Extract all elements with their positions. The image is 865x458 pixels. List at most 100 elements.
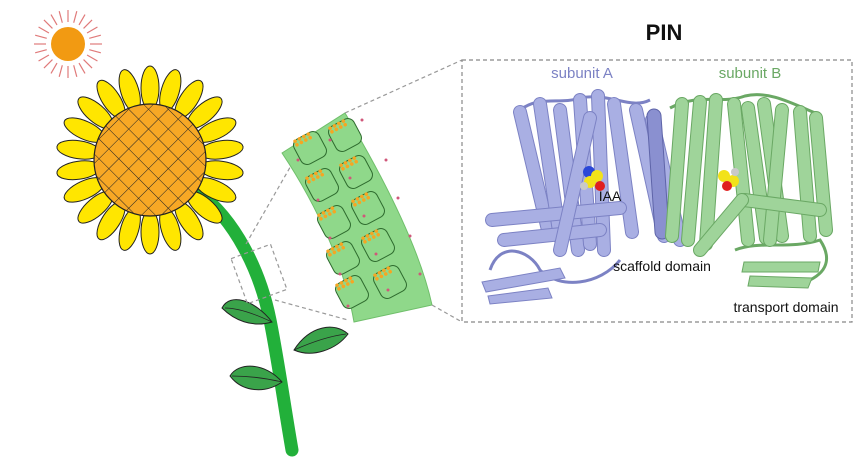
- sun-ray: [86, 54, 98, 62]
- stem-zoom-box: [230, 243, 288, 305]
- cell: [326, 241, 360, 275]
- sun-ray: [43, 59, 53, 69]
- sun-ray: [38, 54, 50, 62]
- pin-protein-dot: [382, 268, 386, 273]
- subunit-b-label: subunit B: [719, 65, 782, 82]
- pin-protein-dot: [345, 164, 350, 169]
- pin-protein-dot: [326, 208, 330, 213]
- pin-protein-dot: [295, 142, 299, 147]
- membrane-dot: [348, 176, 352, 180]
- helix: [486, 202, 626, 226]
- pin-protein-dot: [330, 247, 335, 251]
- pin-protein-dot: [339, 281, 344, 285]
- transport-domain-label: transport domain: [733, 299, 838, 315]
- loop: [488, 249, 622, 284]
- pin-protein-dot: [302, 134, 306, 139]
- protein-zoom-box: [461, 59, 853, 323]
- membrane-dot: [346, 304, 350, 308]
- membrane-dot: [362, 214, 366, 218]
- beta-sheet: [741, 261, 821, 273]
- pin-protein-dot: [319, 216, 323, 221]
- pin-protein-dot: [326, 249, 330, 254]
- helix: [764, 104, 788, 246]
- sun-ray: [78, 14, 86, 26]
- pin-protein-dot: [336, 248, 341, 252]
- panel-title: PIN: [646, 20, 683, 45]
- membrane-dot: [316, 198, 320, 202]
- helix: [700, 94, 722, 250]
- pin-protein-dot: [308, 135, 312, 140]
- pin-protein-dot: [341, 284, 346, 289]
- pin-protein-dot: [335, 283, 339, 288]
- tissue-cells-illustration: [281, 112, 433, 323]
- beta-sheet: [487, 287, 553, 305]
- helix: [728, 98, 754, 246]
- petal: [140, 209, 160, 255]
- cell: [293, 131, 327, 165]
- pin-protein-dot: [357, 200, 362, 205]
- membrane-dot: [374, 252, 378, 256]
- pin-protein-dot: [299, 140, 304, 145]
- pin-protein-dot: [343, 122, 347, 127]
- pin-protein-dot: [330, 129, 334, 134]
- pin-protein-dot: [323, 214, 328, 219]
- pin-protein-dot: [360, 194, 364, 199]
- pin-protein-dot: [383, 272, 388, 276]
- pin-protein-dot: [348, 276, 353, 280]
- pin-protein-dot: [366, 195, 370, 200]
- sun-icon: [34, 10, 102, 78]
- pin-protein-dot: [361, 198, 366, 202]
- pin-protein-dot: [348, 158, 352, 163]
- pin-protein-dot: [370, 231, 374, 236]
- cell: [305, 168, 339, 202]
- sun-ray: [50, 14, 58, 26]
- sun-ray: [43, 19, 53, 29]
- cell: [361, 228, 395, 262]
- membrane-dot: [328, 138, 332, 142]
- helix: [498, 224, 606, 246]
- pin-protein-dot: [315, 175, 320, 179]
- pin-protein-dot: [351, 199, 355, 204]
- sun-ray: [89, 34, 101, 39]
- pin-protein-dot: [341, 245, 345, 250]
- pin-protein-dot: [373, 273, 377, 278]
- leaf: [293, 326, 349, 354]
- pin-protein-dot: [345, 282, 350, 286]
- sun-ray: [83, 59, 93, 69]
- pin-protein-dot: [328, 126, 332, 131]
- pin-protein-dot: [338, 125, 343, 129]
- pin-protein-dot: [361, 236, 365, 241]
- cell: [335, 275, 369, 309]
- helix: [647, 109, 669, 239]
- pin-protein-dot: [343, 161, 348, 165]
- pin-protein-dot: [314, 171, 318, 176]
- membrane-dot: [296, 158, 300, 162]
- membrane-dot: [384, 158, 388, 162]
- sun-ray: [73, 65, 78, 77]
- pin-protein-dot: [364, 192, 369, 196]
- pin-protein-dot: [335, 244, 339, 249]
- pin-protein-dot: [321, 211, 326, 215]
- pin-protein-dot: [365, 234, 370, 238]
- sun-ray: [73, 11, 78, 23]
- cell: [339, 155, 373, 189]
- cell: [328, 118, 362, 152]
- pin-protein-dot: [363, 239, 367, 244]
- sun-ray: [35, 49, 47, 54]
- protein-structure-illustration: [481, 89, 833, 305]
- sun-ray: [89, 49, 101, 54]
- iaa-ligand: [718, 168, 739, 191]
- pin-protein-dot: [376, 232, 380, 237]
- pin-protein-dot: [327, 212, 332, 216]
- pin-protein-dot: [317, 213, 321, 218]
- pin-protein-dot: [332, 124, 337, 128]
- leaf: [229, 365, 283, 391]
- pin-protein-dot: [388, 269, 392, 274]
- membrane-dot: [328, 236, 332, 240]
- cell: [373, 265, 407, 299]
- pin-protein-dot: [339, 163, 343, 168]
- pin-protein-dot: [309, 174, 314, 178]
- sun-ray: [86, 26, 98, 34]
- sun-ray: [78, 62, 86, 74]
- helix: [554, 112, 596, 256]
